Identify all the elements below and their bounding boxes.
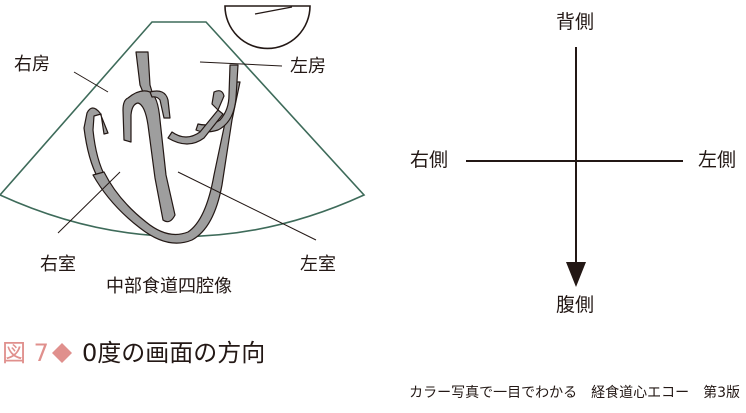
probe-icon — [224, 5, 311, 50]
label-ventral: 腹側 — [556, 294, 595, 316]
label-right-side: 右側 — [410, 149, 449, 171]
arrow-down-icon — [566, 262, 586, 287]
book-credit: カラー写真で一目でわかる 経食道心エコー 第3版 — [409, 385, 740, 401]
label-left-atrium: 左房 — [290, 56, 326, 77]
label-dorsal: 背側 — [556, 11, 595, 33]
figure-title: 0度の画面の方向 — [82, 339, 266, 367]
label-right-atrium: 右房 — [14, 54, 50, 75]
ultrasound-sector — [0, 21, 366, 238]
heart-walls — [83, 51, 241, 244]
figure-number: 図 7 — [2, 339, 49, 367]
label-right-ventricle: 右室 — [40, 254, 76, 275]
leader-lines — [57, 61, 317, 241]
orientation-axes — [466, 47, 683, 268]
label-left-ventricle: 左室 — [300, 254, 336, 275]
diamond-icon — [51, 342, 73, 364]
label-left-side: 左側 — [698, 149, 737, 171]
label-view-name: 中部食道四腔像 — [106, 276, 232, 297]
